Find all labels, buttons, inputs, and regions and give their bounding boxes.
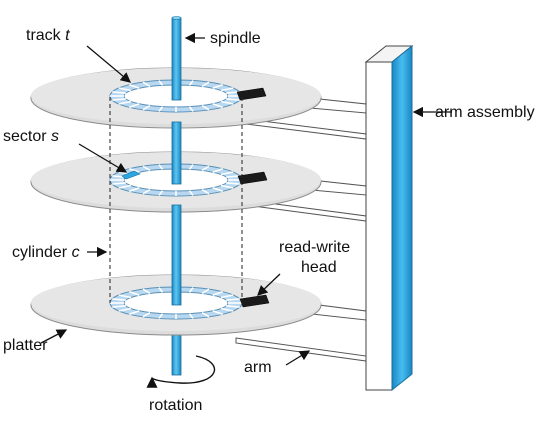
sector-divider (112, 91, 126, 94)
spindle-cap (171, 16, 182, 20)
sector-divider (129, 103, 140, 109)
sector-divider (212, 290, 223, 296)
sector-divider (220, 294, 234, 299)
sector-divider (142, 188, 151, 195)
arm-3-lower (235, 337, 367, 362)
sector-divider (201, 188, 210, 195)
cylinder-outline (109, 97, 243, 303)
label-spindle: spindle (210, 30, 261, 47)
sector-divider (112, 98, 126, 101)
sector-divider (212, 83, 223, 89)
sector-divider (118, 100, 132, 105)
arm-assembly (364, 44, 414, 392)
track-arrow (86, 45, 131, 83)
leader-lines (40, 32, 452, 366)
spindle-middle (171, 121, 182, 185)
sector-divider (226, 298, 240, 301)
sector-divider (112, 298, 126, 301)
sector-divider (158, 80, 164, 86)
sector-divider (118, 307, 132, 312)
platter-arrow (40, 329, 68, 344)
sector-divider (226, 182, 240, 185)
sector-divider (118, 294, 132, 299)
sector-divider (112, 305, 126, 308)
label-arm: arm (244, 359, 272, 376)
sector-divider (226, 305, 240, 308)
sector-divider (118, 87, 132, 92)
label-rotation: rotation (149, 397, 202, 414)
sector-divider (129, 83, 140, 89)
sector-divider (188, 80, 194, 86)
sector-divider (129, 187, 140, 193)
sector-divider (226, 98, 240, 101)
sector-arrow (78, 143, 128, 173)
sector-divider (188, 190, 194, 196)
sector-divider (158, 164, 164, 170)
sector-divider (188, 106, 194, 112)
sector-highlight (121, 170, 141, 180)
sector-divider (158, 287, 164, 293)
sector-divider (220, 87, 234, 92)
label-read-write: read-write (279, 239, 350, 256)
head-arrow (257, 273, 281, 296)
sector-divider (212, 103, 223, 109)
arm-arrow (285, 350, 311, 366)
spindle-top (171, 17, 182, 101)
label-head: head (301, 259, 337, 276)
sector-divider (188, 313, 194, 319)
sector-divider (158, 106, 164, 112)
sector-divider (220, 171, 234, 176)
sector-divider (201, 104, 210, 111)
label-cylinder: cylinder c (12, 244, 80, 261)
sector-divider (220, 184, 234, 189)
head-bottom (239, 294, 270, 308)
sector-divider (129, 290, 140, 296)
sector-divider (142, 288, 151, 295)
sector-divider (142, 311, 151, 318)
sector-divider (201, 311, 210, 318)
sector-divider (201, 288, 210, 295)
label-track: track t (26, 27, 70, 44)
sector-divider (118, 184, 132, 189)
sector-divider (129, 310, 140, 316)
sector-divider (188, 287, 194, 293)
sector-divider (158, 190, 164, 196)
sector-divider (226, 175, 240, 178)
sector-divider (201, 81, 210, 88)
head-top (236, 87, 267, 101)
sector-divider (220, 307, 234, 312)
sector-divider (212, 167, 223, 173)
sector-divider (142, 165, 151, 172)
track-ring-middle (109, 163, 243, 197)
sector-divider (142, 81, 151, 88)
rotation-arrow (146, 355, 216, 388)
sector-divider (112, 182, 126, 185)
sector-divider (188, 164, 194, 170)
head-middle (237, 171, 268, 185)
sector-divider (201, 165, 210, 172)
sector-divider (129, 167, 140, 173)
sector-divider (142, 104, 151, 111)
sector-divider (212, 187, 223, 193)
label-sector: sector s (3, 128, 59, 145)
sector-divider (158, 313, 164, 319)
label-platter: platter (3, 337, 48, 354)
spindle-lower (171, 204, 182, 306)
label-arm-assembly: arm assembly (435, 104, 535, 121)
sector-divider (212, 310, 223, 316)
sector-divider (220, 100, 234, 105)
